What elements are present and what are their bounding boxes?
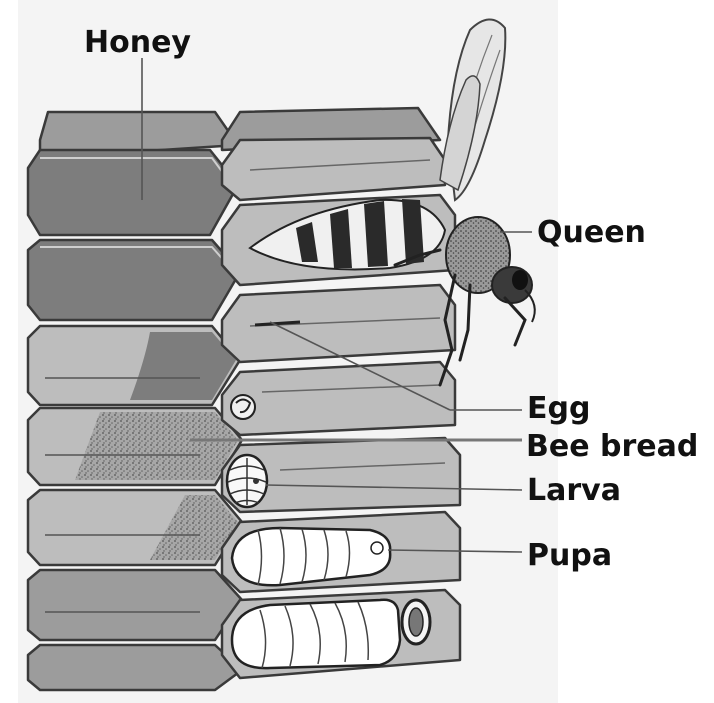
young-larva	[231, 395, 255, 419]
young-larva-cell	[222, 362, 455, 435]
label-honey: Honey	[84, 25, 191, 60]
label-larva: Larva	[527, 473, 621, 508]
label-pupa: Pupa	[527, 538, 612, 573]
label-queen: Queen	[537, 215, 646, 250]
left-cell-column	[28, 112, 242, 690]
larva	[227, 455, 267, 507]
label-bee-bread: Bee bread	[526, 429, 698, 464]
honey-cell	[28, 240, 240, 320]
label-egg: Egg	[527, 391, 590, 426]
honey-cell-top	[28, 150, 238, 235]
